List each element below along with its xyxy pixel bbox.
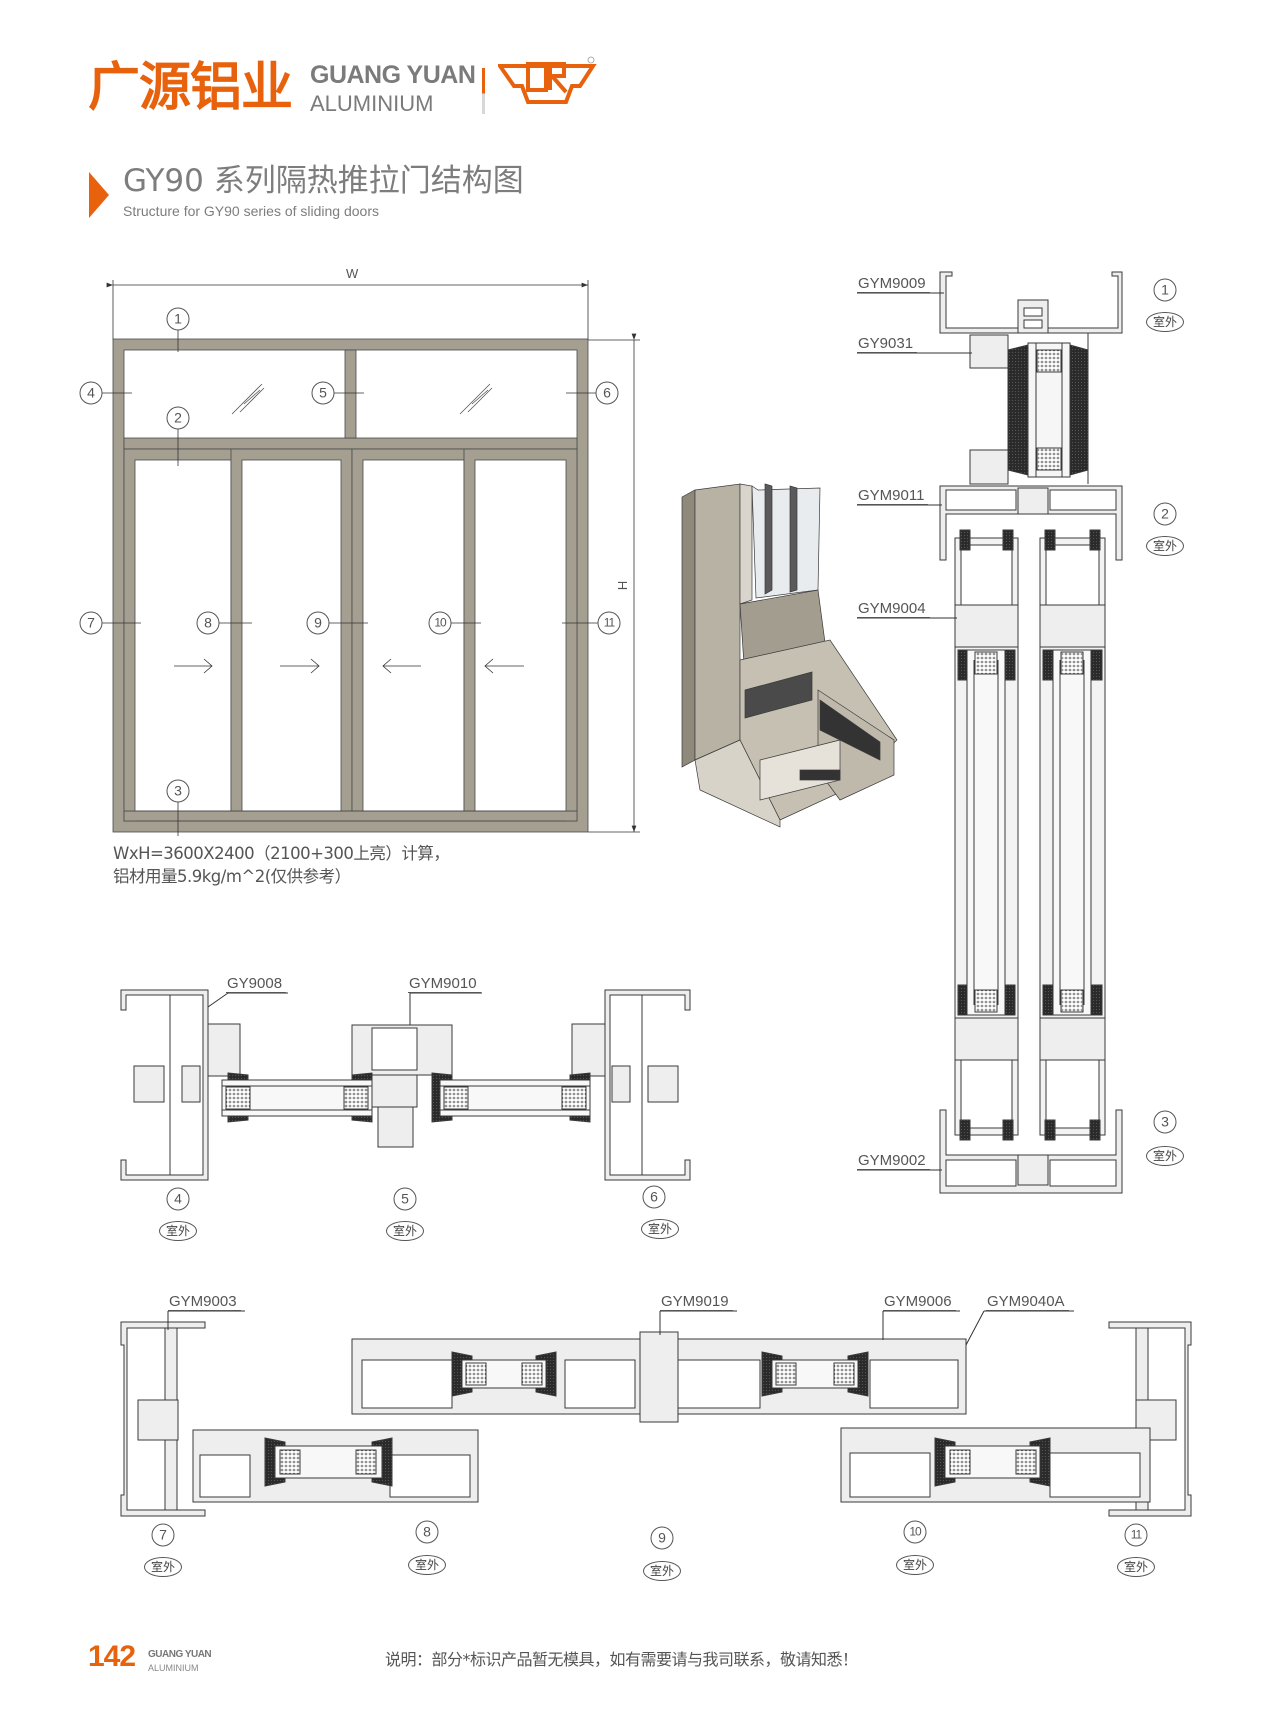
footer-brand-sub: ALUMINIUM — [148, 1663, 199, 1673]
section-callout-9: 9 — [650, 1526, 674, 1550]
profile-label-gym9011: GYM9011 — [857, 487, 929, 505]
callout-8: 8 — [196, 611, 220, 635]
callout-9: 9 — [306, 611, 330, 635]
title-arrow-icon — [89, 172, 109, 218]
profile-label-gym9040a: GYM9040A — [986, 1293, 1069, 1311]
exterior-badge: 室外 — [1117, 1557, 1155, 1577]
footer-brand: GUANG YUAN — [148, 1649, 212, 1660]
exterior-badge: 室外 — [1146, 312, 1184, 332]
transom-section — [120, 989, 691, 1181]
exterior-badge: 室外 — [159, 1221, 197, 1241]
door-section — [120, 1310, 1192, 1517]
profile-label-gym9004: GYM9004 — [857, 600, 930, 618]
callout-1: 1 — [166, 307, 190, 331]
footer-note: 说明：部分*标识产品暂无模具，如有需要请与我司联系，敬请知悉！ — [385, 1650, 858, 1669]
section-callout-5: 5 — [393, 1187, 417, 1211]
exterior-badge: 室外 — [641, 1219, 679, 1239]
page-number: 142 — [88, 1640, 136, 1673]
exterior-badge: 室外 — [1146, 536, 1184, 556]
exterior-badge: 室外 — [896, 1555, 934, 1575]
door-elevation — [102, 280, 640, 836]
vertical-section — [857, 271, 1123, 1194]
section-callout-7: 7 — [151, 1523, 175, 1547]
page-subtitle: Structure for GY90 series of sliding doo… — [123, 203, 380, 219]
callout-7: 7 — [79, 611, 103, 635]
section-callout-10: 10 — [903, 1520, 927, 1544]
brand-divider — [482, 68, 485, 114]
exterior-badge: 室外 — [144, 1557, 182, 1577]
brand-logo-icon — [498, 56, 597, 104]
callout-10: 10 — [428, 611, 452, 635]
section-callout-6: 6 — [642, 1185, 666, 1209]
height-label: H — [615, 580, 631, 591]
callout-2: 2 — [166, 406, 190, 430]
profile-label-gym9006: GYM9006 — [883, 1293, 956, 1311]
exterior-badge: 室外 — [1146, 1146, 1184, 1166]
callout-6: 6 — [595, 381, 619, 405]
profile-label-gy9008: GY9008 — [226, 975, 287, 993]
profile-label-gym9019: GYM9019 — [660, 1293, 733, 1311]
exterior-badge: 室外 — [408, 1555, 446, 1575]
callout-4: 4 — [79, 381, 103, 405]
exterior-badge: 室外 — [386, 1221, 424, 1241]
brand-name-en-sub: ALUMINIUM — [310, 91, 434, 116]
profile-label-gym9003: GYM9003 — [168, 1293, 241, 1311]
profile-3d-render — [681, 483, 898, 828]
profile-label-gym9010: GYM9010 — [408, 975, 481, 993]
callout-5: 5 — [311, 381, 335, 405]
section-callout-3: 3 — [1153, 1110, 1177, 1134]
section-callout-2: 2 — [1153, 502, 1177, 526]
profile-label-gym9009: GYM9009 — [857, 275, 930, 293]
profile-label-gy9031: GY9031 — [857, 335, 918, 353]
section-callout-1: 1 — [1153, 278, 1177, 302]
section-callout-4: 4 — [166, 1187, 190, 1211]
section-callout-8: 8 — [415, 1520, 439, 1544]
page-title: GY90 系列隔热推拉门结构图 — [123, 163, 524, 199]
callout-11: 11 — [597, 611, 621, 635]
exterior-badge: 室外 — [643, 1561, 681, 1581]
brand-name-cn: 广源铝业 — [88, 58, 293, 118]
section-callout-11: 11 — [1124, 1523, 1148, 1547]
calc-note-line-2: 铝材用量5.9kg/m^2(仅供参考） — [113, 867, 351, 886]
brand-name-en: GUANG YUAN — [310, 61, 476, 89]
profile-label-gym9002: GYM9002 — [857, 1152, 930, 1170]
callout-3: 3 — [166, 779, 190, 803]
calc-note-line-1: WxH=3600X2400（2100+300上亮）计算， — [113, 844, 450, 863]
width-label: W — [346, 266, 359, 281]
